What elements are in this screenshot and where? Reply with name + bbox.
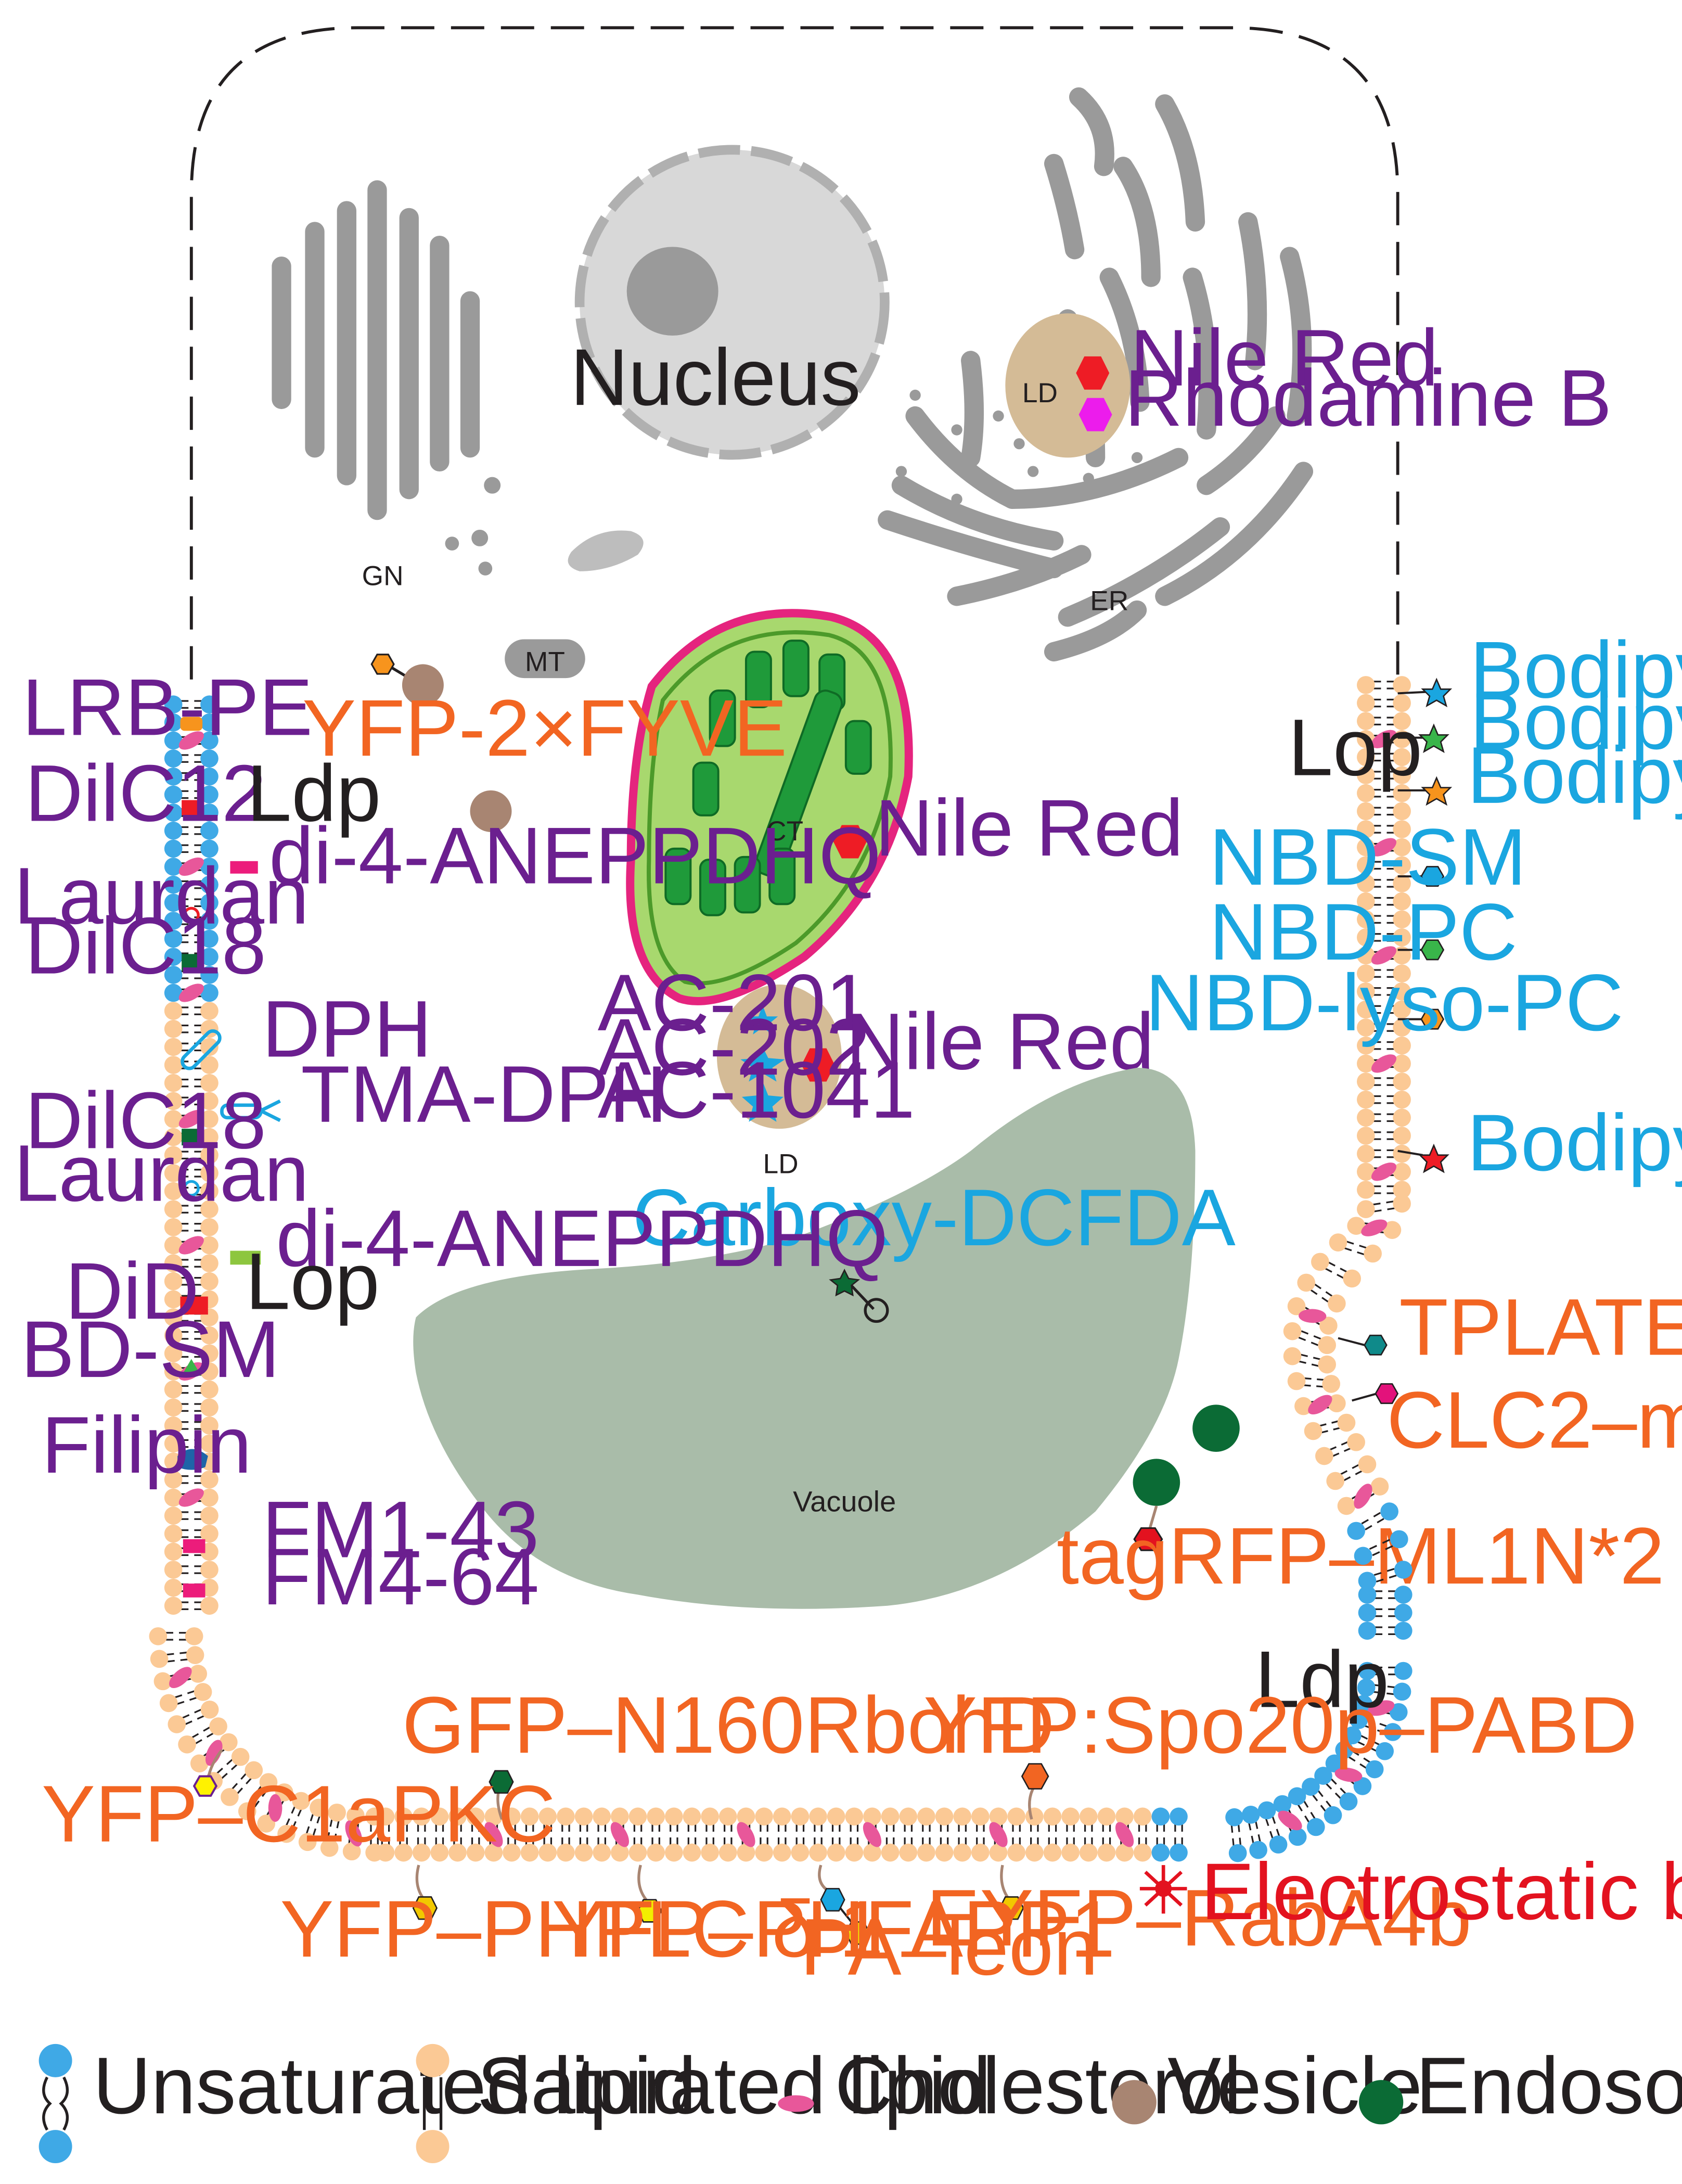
carboxy-dcfda-circle — [864, 1298, 889, 1323]
bodipy-pip2-label: Bodipy-PIP2 — [1470, 624, 1682, 714]
nile-red-ct-label: Nile Red — [875, 783, 1184, 873]
laurdan-top-label: Laurdan — [14, 851, 309, 941]
laurdan-bottom-label: Laurdan — [14, 1128, 309, 1218]
ac-202-label: AC-202 — [598, 1002, 870, 1092]
ldp-right-label: Ldp — [1255, 1634, 1389, 1724]
legend: Unsaturated lipid Saturated lipid Choles… — [38, 2040, 1682, 2164]
mitochondrion-label: MT — [525, 647, 565, 678]
small-organelle — [568, 530, 644, 571]
er-ribosomes — [895, 389, 1143, 560]
nbd-sm-label: NBD-SM — [1209, 812, 1526, 902]
nile-red-ct-marker — [833, 825, 867, 859]
right-probe-markers — [1338, 678, 1453, 1404]
dph-label: DPH — [262, 984, 432, 1074]
legend-vesicle-icon — [1112, 2080, 1157, 2125]
lipid-droplet-top: LD — [1005, 313, 1131, 458]
golgi-apparatus: GN — [272, 180, 501, 592]
lrb-pe-label: LRB-PE — [22, 662, 313, 752]
yfp-phfapp1-label: YFP–PHFAPP1 — [552, 1884, 1115, 1974]
yfp-phplc-label: YFP–PHPLC δ 1 — [280, 1884, 883, 1974]
chloroplast-label: CT — [766, 816, 803, 847]
plasma-membrane-right — [1283, 676, 1413, 1640]
ac-201-label: AC-201 — [598, 957, 870, 1048]
nile-red-marker — [1076, 356, 1110, 390]
plasma-membrane-bottom — [149, 1627, 1413, 1862]
bottom-probe-markers — [192, 1749, 1187, 1945]
er-label: ER — [1090, 586, 1128, 617]
yfp-2xfyve-probe — [370, 654, 444, 706]
nucleus-label: Nucleus — [570, 332, 861, 422]
bodipy-pc-label: Bodipy-PC — [1470, 676, 1682, 766]
did-label: DiD — [65, 1246, 199, 1336]
legend-saturated-icon — [416, 2043, 450, 2164]
filipin-label: Filipin — [42, 1400, 252, 1490]
endosome-probe — [1133, 1459, 1180, 1506]
legend-saturated-label: Saturated lipid — [477, 2040, 991, 2130]
clc2-label: CLC2–mCHERRY — [1386, 1375, 1682, 1465]
legend-unsaturated-label: Unsaturated lipid — [93, 2040, 697, 2130]
cell-outline-dashed — [189, 26, 1399, 680]
di4-bottom-label: di-4-ANEPPDHQ — [276, 1193, 888, 1283]
nile-red-ld2-label: Nile Red — [846, 997, 1154, 1087]
golgi-label: GN — [362, 561, 404, 592]
yfp-c1apkc-label: YFP–C1aPKC — [42, 1769, 556, 1859]
nbd-lyso-pc-label: NBD-lyso-PC — [1146, 957, 1624, 1048]
bd-sm-label: BD-SM — [21, 1304, 280, 1394]
eyfp-raba4b-label: EYFP–RabA4b — [926, 1873, 1471, 1963]
vesicle — [470, 790, 512, 832]
di4-top-label: di-4-ANEPPDHQ — [269, 810, 881, 900]
dilc18-bottom-label: DilC18 — [25, 1075, 266, 1165]
mitochondrion: MT — [505, 639, 585, 679]
carboxy-dcfda-star-icon — [829, 1268, 861, 1297]
gfp-n160-label: GFP–N160RbohD — [402, 1680, 1055, 1770]
fm4-64-label: FM4-64 — [262, 1531, 540, 1621]
tma-dph-label: TMA-DPH — [301, 1049, 667, 1139]
ac-1041-label: AC-1041 — [598, 1045, 915, 1135]
ac-1041-star-icon — [741, 1081, 784, 1122]
ac-201-star-icon — [747, 1005, 778, 1034]
legend-endosome-label: Endosome — [1416, 2040, 1682, 2130]
nile-red-ld-label: Nile Red — [1130, 313, 1439, 403]
vacuole: Vacuole — [413, 1067, 1196, 1609]
lop-right-label: Lop — [1288, 703, 1422, 793]
rhodamine-b-marker — [1078, 398, 1112, 431]
nucleus: Nucleus — [570, 145, 890, 460]
legend-cholesterol-icon — [778, 2095, 814, 2112]
left-probe-markers — [177, 717, 281, 1598]
yfp-spo20p-label: YFP:Spo20p–PABD — [923, 1680, 1637, 1770]
lop-left-label: Lop — [246, 1236, 380, 1326]
nile-red-ld2-marker — [801, 1048, 835, 1082]
ldp-left-label: Ldp — [247, 748, 381, 838]
fm1-43-label: FM1-43 — [262, 1485, 540, 1575]
bodipy-dag-label: Bodipy-DAG — [1467, 730, 1682, 820]
endosome-large — [1192, 1404, 1240, 1452]
legend-unsaturated-icon — [38, 2043, 72, 2164]
bodipy-pa-label: Bodipy-PA — [1467, 1097, 1682, 1187]
carboxy-dcfda-label: Carboxy-DCFDA — [632, 1172, 1235, 1262]
yfp-2xfyve-label: YFP-2×FYVE — [302, 683, 787, 773]
tagrfp-hexagon-icon — [1133, 1527, 1163, 1551]
vacuole-label: Vacuole — [793, 1485, 896, 1518]
lipid-droplet-mid-label: LD — [763, 1148, 798, 1179]
tplate-label: TPLATE–GFP — [1399, 1282, 1682, 1372]
pa-leon-label: PA–leon — [800, 1902, 1098, 1992]
dilc12-label: DilC12 — [25, 748, 266, 838]
electrostatic-label: Electrostatic biosensors — [1201, 1846, 1682, 1936]
legend-cholesterol-label: Cholesterol — [835, 2040, 1242, 2130]
chloroplast: CT — [626, 609, 913, 1005]
dilc18-top-label: DilC18 — [25, 901, 266, 991]
nbd-pc-label: NBD-PC — [1209, 887, 1518, 977]
lipid-droplet-mid — [716, 984, 842, 1129]
rhodamine-b-label: Rhodamine B — [1125, 353, 1612, 443]
legend-endosome-icon — [1358, 2080, 1404, 2125]
lipid-droplet-top-label: LD — [1022, 378, 1058, 408]
ac-202-star-icon — [740, 1046, 785, 1082]
